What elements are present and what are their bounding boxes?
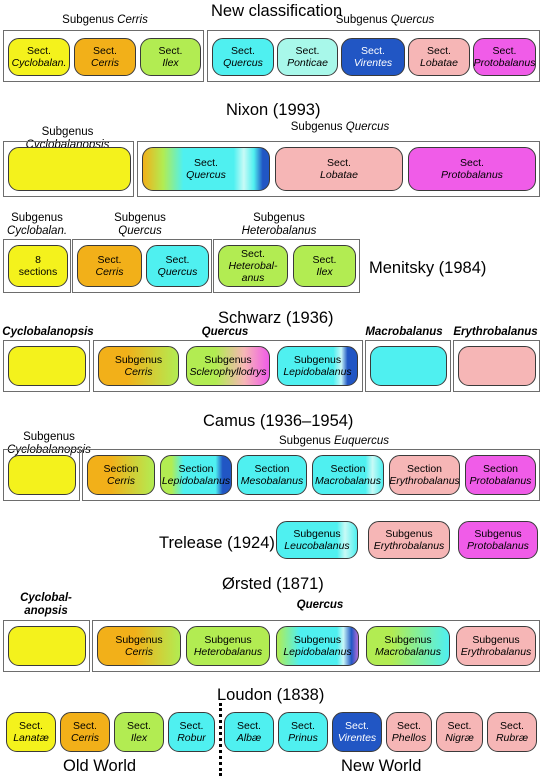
box-schwarz-macrobalanus: [370, 346, 447, 386]
frame-menitsky-cyclobalan: [3, 239, 71, 293]
frame-orsted-cyclobalanopsis: [3, 620, 90, 672]
frame-camus-cyclobalanopsis: [3, 449, 80, 501]
box-loudon-albae: Sect.Albæ: [224, 712, 274, 752]
frame-nixon-quercus: [137, 141, 540, 197]
box-new-cerris: Sect.Cerris: [74, 38, 136, 76]
label-orsted-cyclobalanopsis: Cyclobal-anopsis: [20, 592, 72, 617]
label-schwarz-erythrobalanus: Erythrobalanus: [453, 326, 538, 338]
frame-camus-euquercus: [82, 449, 540, 501]
box-nixon-quercus: Sect.Quercus: [142, 147, 270, 191]
label-subgenus-cerris: Subgenus Cerris: [62, 14, 148, 26]
label-schwarz-macrobalanus: Macrobalanus: [365, 326, 443, 338]
label-schwarz-cyclobalanopsis: Cyclobalanopsis: [2, 326, 94, 338]
box-new-ponticae: Sect.Ponticae: [277, 38, 338, 76]
box-schwarz-cyclobalanopsis: [8, 346, 86, 386]
box-nixon-protobalanus: Sect.Protobalanus: [408, 147, 536, 191]
box-loudon-prinus: Sect.Prinus: [278, 712, 328, 752]
frame-schwarz-macrobalanus: [365, 340, 451, 392]
title-new-classification: New classification: [211, 2, 343, 20]
box-orsted-cyclobalanopsis: [8, 626, 86, 666]
box-menitsky-ilex: Sect.Ilex: [293, 245, 356, 287]
frame-schwarz-erythrobalanus: [453, 340, 540, 392]
box-new-quercus: Sect.Quercus: [212, 38, 274, 76]
frame-schwarz-quercus: [93, 340, 363, 392]
label-subgenus-quercus: Subgenus Quercus: [335, 14, 435, 26]
box-new-ilex: Sect.Ilex: [140, 38, 201, 76]
old-new-world-divider: [219, 703, 222, 776]
box-loudon-lanatae: Sect.Lanatæ: [6, 712, 56, 752]
title-orsted: Ørsted (1871): [222, 575, 324, 593]
box-loudon-cerris: Sect.Cerris: [60, 712, 110, 752]
label-new-world: New World: [341, 757, 422, 775]
box-camus-cyclobalanopsis: [8, 455, 76, 495]
box-new-cyclobalan: Sect.Cyclobalan.: [8, 38, 70, 76]
box-loudon-robur: Sect.Robur: [168, 712, 215, 752]
frame-schwarz-cyclobalanopsis: [3, 340, 90, 392]
box-new-protobalanus: Sect.Protobalanus: [473, 38, 536, 76]
box-loudon-rubrae: Sect.Rubræ: [487, 712, 537, 752]
label-schwarz-quercus: Quercus: [201, 326, 249, 338]
box-loudon-ilex: Sect.Ilex: [114, 712, 164, 752]
title-nixon: Nixon (1993): [226, 101, 321, 119]
box-loudon-phellos: Sect.Phellos: [386, 712, 432, 752]
box-nixon-cyclobalanopsis: [8, 147, 131, 191]
frame-menitsky-quercus: [72, 239, 212, 293]
box-schwarz-erythrobalanus: [458, 346, 536, 386]
box-menitsky-cerris: Sect.Cerris: [77, 245, 142, 287]
title-loudon: Loudon (1838): [217, 686, 325, 704]
frame-menitsky-heterobalanus: [213, 239, 360, 293]
label-camus-euquercus: Subgenus Euquercus: [279, 435, 389, 447]
box-nixon-lobatae: Sect.Lobatae: [275, 147, 403, 191]
label-nixon-quercus: Subgenus Quercus: [290, 121, 390, 133]
title-camus: Camus (1936–1954): [203, 412, 354, 430]
frame-orsted-quercus: [92, 620, 540, 672]
frame-new-quercus: [207, 30, 540, 82]
box-menitsky-quercus: Sect.Quercus: [146, 245, 209, 287]
label-orsted-quercus: Quercus: [296, 599, 344, 611]
title-trelease: Trelease (1924): [159, 534, 275, 552]
frame-new-cerris: [3, 30, 204, 82]
box-menitsky-heterobalanus: Sect.Heterobal-anus: [218, 245, 288, 287]
box-new-lobatae: Sect.Lobatae: [408, 38, 470, 76]
title-menitsky: Menitsky (1984): [369, 259, 487, 277]
label-old-world: Old World: [63, 757, 137, 775]
frame-nixon-cyclobalanopsis: [3, 141, 134, 197]
box-loudon-virentes: Sect.Virentes: [332, 712, 382, 752]
box-new-virentes: Sect.Virentes: [341, 38, 405, 76]
title-schwarz: Schwarz (1936): [218, 309, 334, 327]
box-loudon-nigrae: Sect.Nigræ: [436, 712, 483, 752]
